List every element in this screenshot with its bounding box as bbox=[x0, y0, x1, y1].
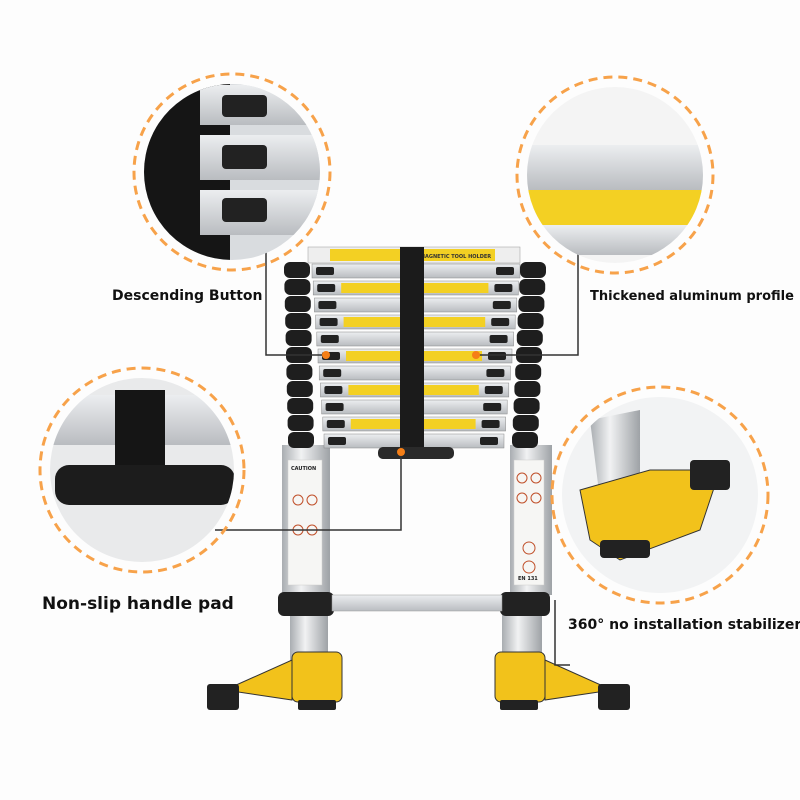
detail-descending-button bbox=[132, 72, 332, 272]
rung-button bbox=[491, 318, 510, 326]
left-rung-cap bbox=[287, 415, 314, 431]
right-stabilizer-foot bbox=[494, 651, 630, 710]
right-rung-cap bbox=[517, 313, 544, 329]
right-rung-cap bbox=[512, 432, 538, 448]
ladder-strap bbox=[400, 247, 424, 447]
standard-sticker: EN 131 bbox=[513, 459, 545, 586]
rung-button bbox=[484, 386, 503, 394]
rung-button bbox=[319, 318, 338, 326]
rung-button bbox=[323, 369, 342, 377]
detail-handle-pad bbox=[38, 366, 246, 574]
right-rung-cap bbox=[514, 381, 541, 397]
rung-button bbox=[489, 335, 508, 343]
rung-button bbox=[320, 335, 339, 343]
right-rung-cap bbox=[519, 279, 546, 295]
left-rung-cap bbox=[288, 432, 314, 448]
rung-button bbox=[494, 284, 513, 292]
rung-button bbox=[483, 403, 502, 411]
right-rung-cap bbox=[516, 330, 543, 346]
rung-button bbox=[317, 284, 336, 292]
tool-holder-label: MAGNETIC TOOL HOLDER bbox=[420, 254, 491, 260]
rung-button bbox=[492, 301, 511, 309]
right-rung-cap bbox=[513, 398, 540, 414]
detail-aluminum-profile bbox=[515, 75, 715, 275]
right-rung-cap bbox=[520, 262, 546, 278]
handle-pad bbox=[378, 447, 454, 459]
left-rung-cap bbox=[284, 262, 310, 278]
left-rung-cap bbox=[285, 313, 312, 329]
rung-button bbox=[480, 437, 498, 445]
callout-stabilizer: 360° no installation stabilizer bbox=[568, 617, 800, 633]
callout-dots bbox=[322, 351, 480, 456]
callout-lines bbox=[215, 220, 579, 666]
callout-handle-pad: Non-slip handle pad bbox=[42, 594, 234, 614]
svg-text:EN 131: EN 131 bbox=[518, 576, 538, 582]
rung-button bbox=[316, 267, 334, 275]
rung-button bbox=[496, 267, 514, 275]
left-rung-cap bbox=[284, 279, 311, 295]
right-rung-cap bbox=[515, 364, 542, 380]
rung-button bbox=[488, 352, 506, 360]
callout-descending-button: Descending Button bbox=[112, 288, 263, 304]
left-rung-cap bbox=[285, 330, 312, 346]
caution-sticker: CAUTION bbox=[287, 459, 323, 586]
rung-button bbox=[324, 386, 343, 394]
svg-text:CAUTION: CAUTION bbox=[291, 466, 316, 472]
left-rung-cap bbox=[284, 296, 311, 312]
left-rung-cap bbox=[286, 364, 313, 380]
bottom-crossbar bbox=[331, 594, 503, 612]
rung-button bbox=[318, 301, 337, 309]
left-stabilizer-foot bbox=[207, 651, 343, 710]
detail-stabilizer bbox=[550, 385, 770, 605]
rung-button bbox=[328, 437, 346, 445]
rung-button bbox=[326, 420, 345, 428]
rung-button bbox=[325, 403, 344, 411]
left-rung-cap bbox=[287, 398, 314, 414]
left-rung-cap bbox=[286, 381, 313, 397]
right-rung-cap bbox=[518, 296, 545, 312]
callout-aluminum-profile: Thickened aluminum profile bbox=[590, 289, 794, 304]
right-rung-cap bbox=[512, 415, 539, 431]
rung-button bbox=[486, 369, 505, 377]
rung-button bbox=[481, 420, 500, 428]
